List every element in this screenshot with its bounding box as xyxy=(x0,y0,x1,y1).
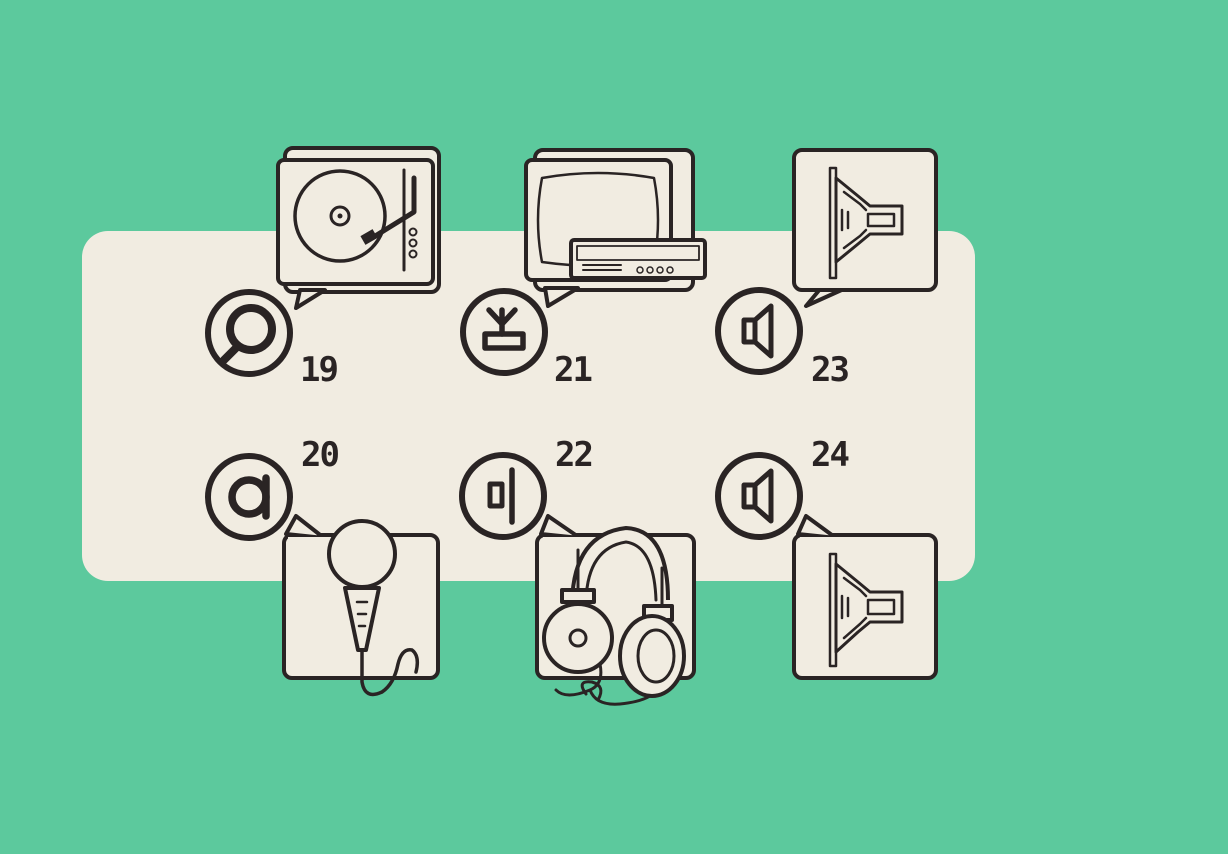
loudspeaker-icon xyxy=(828,166,904,280)
speaker-output-symbol xyxy=(715,452,803,540)
item-23-loudspeaker: 23 xyxy=(715,148,938,390)
item-number-19: 19 xyxy=(300,350,337,390)
item-22-headphones: 22 xyxy=(459,435,696,706)
item-19-record-player: 19 xyxy=(205,146,441,390)
tuner-antenna-symbol xyxy=(460,288,548,376)
item-number-21: 21 xyxy=(554,350,591,390)
record-player-card xyxy=(276,158,435,286)
headphones-icon xyxy=(542,526,686,706)
speaker-card-top xyxy=(792,148,938,292)
item-number-23: 23 xyxy=(811,350,848,390)
turntable-icon xyxy=(293,168,418,272)
item-20-microphone: 20 xyxy=(205,435,440,697)
microphone-icon xyxy=(327,519,420,697)
item-21-tv-tuner: 21 xyxy=(460,148,707,390)
item-number-24: 24 xyxy=(811,435,848,475)
item-24-loudspeaker: 24 xyxy=(715,435,938,680)
television-icon xyxy=(536,171,707,280)
item-number-20: 20 xyxy=(301,435,338,475)
speaker-card-bottom xyxy=(792,533,938,680)
loudspeaker-icon xyxy=(828,552,904,668)
microphone-input-symbol xyxy=(205,453,293,541)
speaker-output-symbol xyxy=(715,287,803,375)
phono-input-symbol xyxy=(205,289,293,377)
item-number-22: 22 xyxy=(555,435,592,475)
headphone-output-symbol xyxy=(459,452,547,540)
